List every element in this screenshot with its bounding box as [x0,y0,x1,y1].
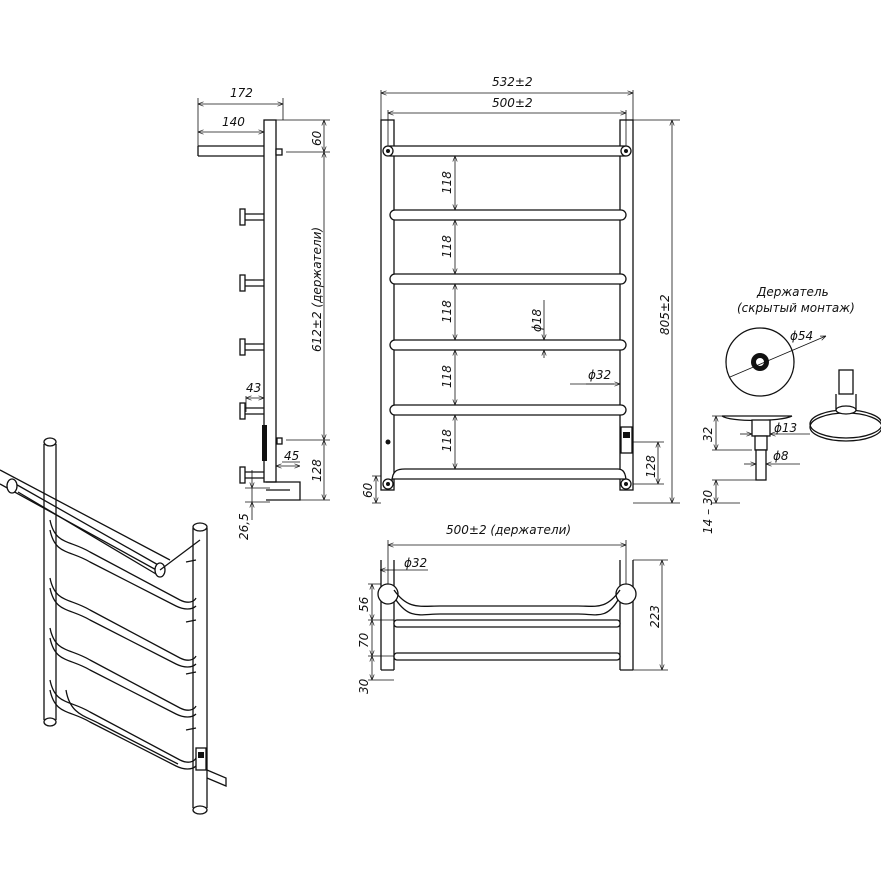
dim-805-label: 805±2 [658,294,672,335]
side-heating-element [262,425,267,461]
dim-d54-label: ϕ54 [790,329,813,343]
side-holders [239,208,264,484]
dim-14-30-label: 14 – 30 [701,489,715,534]
holder-detail: Держатель (скрытый монтаж) ϕ54 32 ϕ13 ϕ8 [701,285,881,534]
holder-title-line1: Держатель [756,285,829,299]
dim-612-label: 612±2 (держатели) [310,227,324,352]
dim-26-5-label: 26,5 [237,513,251,540]
dim-128-front-label: 128 [644,455,658,478]
front-switch [620,426,633,454]
dim-118-1-label: 118 [440,171,454,194]
dim-223-label: 223 [648,605,662,628]
dim-118-4-label: 118 [440,365,454,388]
dim-d32-top-label: ϕ32 [404,556,427,570]
dim-45-label: 45 [284,449,299,463]
dim-d8-label: ϕ8 [773,449,789,463]
isometric-view [0,437,227,815]
front-rungs [384,145,631,483]
dim-118-5-label: 118 [440,429,454,452]
top-view: 500±2 (держатели) ϕ32 56 70 30 223 [357,523,668,694]
dim-30-label: 30 [357,678,371,694]
dim-43-label: 43 [246,381,261,395]
iso-rungs [49,519,197,770]
dim-d18-label: ϕ18 [530,308,544,332]
dim-60-top-label: 60 [310,130,324,146]
top-right-post [619,560,634,671]
dim-128-side-label: 128 [310,459,324,482]
holder-flange-circle [725,327,795,397]
front-left-post [380,119,395,491]
iso-switch [195,747,207,771]
dim-d13-label: ϕ13 [774,421,797,435]
dim-118-3-label: 118 [440,300,454,323]
side-top-extension [197,145,264,157]
front-view: 532±2 500±2 805±2 118 118 118 118 118 ϕ1… [361,75,680,504]
dim-d32-front-label: ϕ32 [588,368,611,382]
dim-70-label: 70 [357,632,371,648]
iso-left-post [43,444,57,720]
side-view: 172 140 60 612±2 (держатели) 128 43 45 2… [197,86,330,540]
dim-172-label: 172 [230,86,253,100]
top-left-post [380,560,395,671]
dim-118-2-label: 118 [440,235,454,258]
dim-60-bottom-label: 60 [361,482,375,498]
dim-500-label: 500±2 [492,96,533,110]
dim-500-holders-label: 500±2 (держатели) [446,523,571,537]
dim-56-label: 56 [357,596,371,612]
dim-532-label: 532±2 [492,75,533,89]
dim-32-label: 32 [701,427,715,442]
dim-140-label: 140 [222,115,245,129]
holder-title-line2: (скрытый монтаж) [737,301,855,315]
